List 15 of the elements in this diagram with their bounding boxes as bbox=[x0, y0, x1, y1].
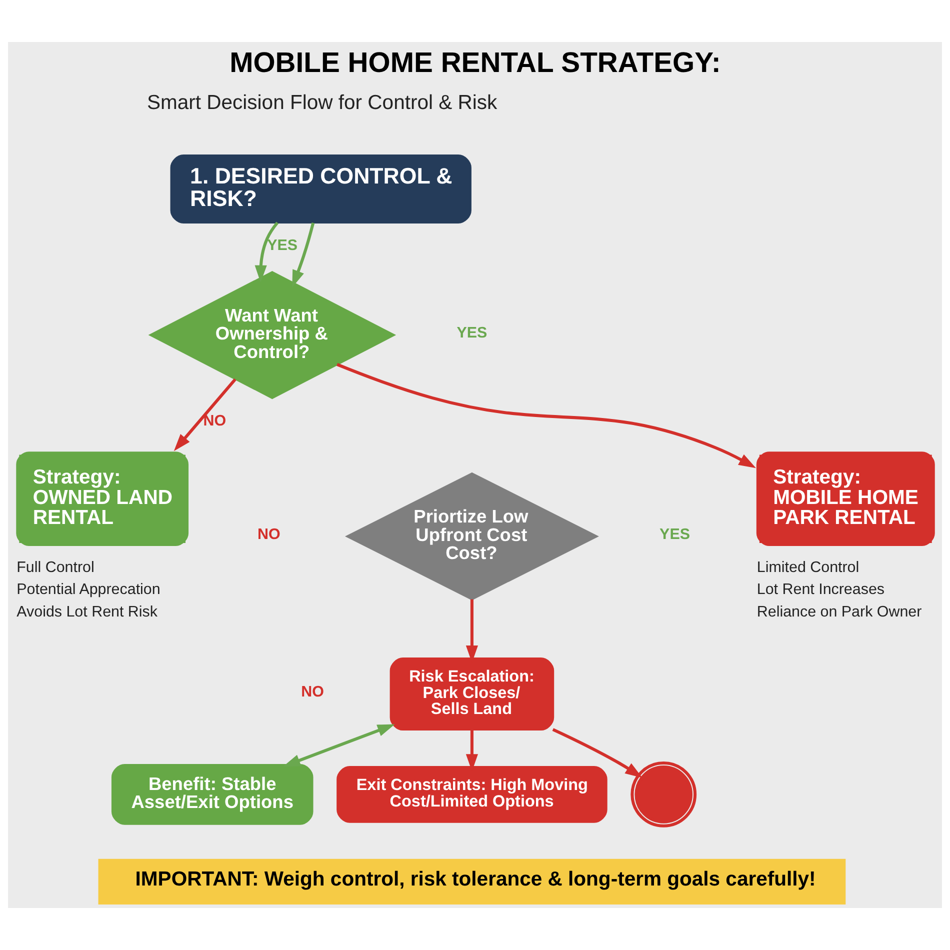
node-label: Lot Rent Increases bbox=[756, 581, 885, 598]
edge-label: NO bbox=[203, 412, 226, 430]
label: YES bbox=[456, 324, 488, 342]
node-label: Potential Apprecation bbox=[16, 581, 160, 598]
label: YES bbox=[660, 526, 690, 543]
label: NO bbox=[301, 684, 324, 701]
node-label: Reliance on Park Owner bbox=[756, 603, 922, 620]
node-label: Avoids Lot Rent Risk bbox=[16, 603, 158, 620]
node-label: Full Control bbox=[16, 558, 94, 576]
edge-label: YES bbox=[267, 236, 298, 254]
diagram-title: MOBILE HOME RENTAL STRATEGY: bbox=[230, 46, 721, 79]
label: NO bbox=[257, 526, 280, 543]
caption: IMPORTANT: Weigh control, risk tolerance & long-term goals carefully! bbox=[135, 868, 816, 891]
node-label: Limited Control bbox=[756, 558, 860, 576]
label: Smart Decision Flow for Control & Risk bbox=[146, 92, 498, 114]
